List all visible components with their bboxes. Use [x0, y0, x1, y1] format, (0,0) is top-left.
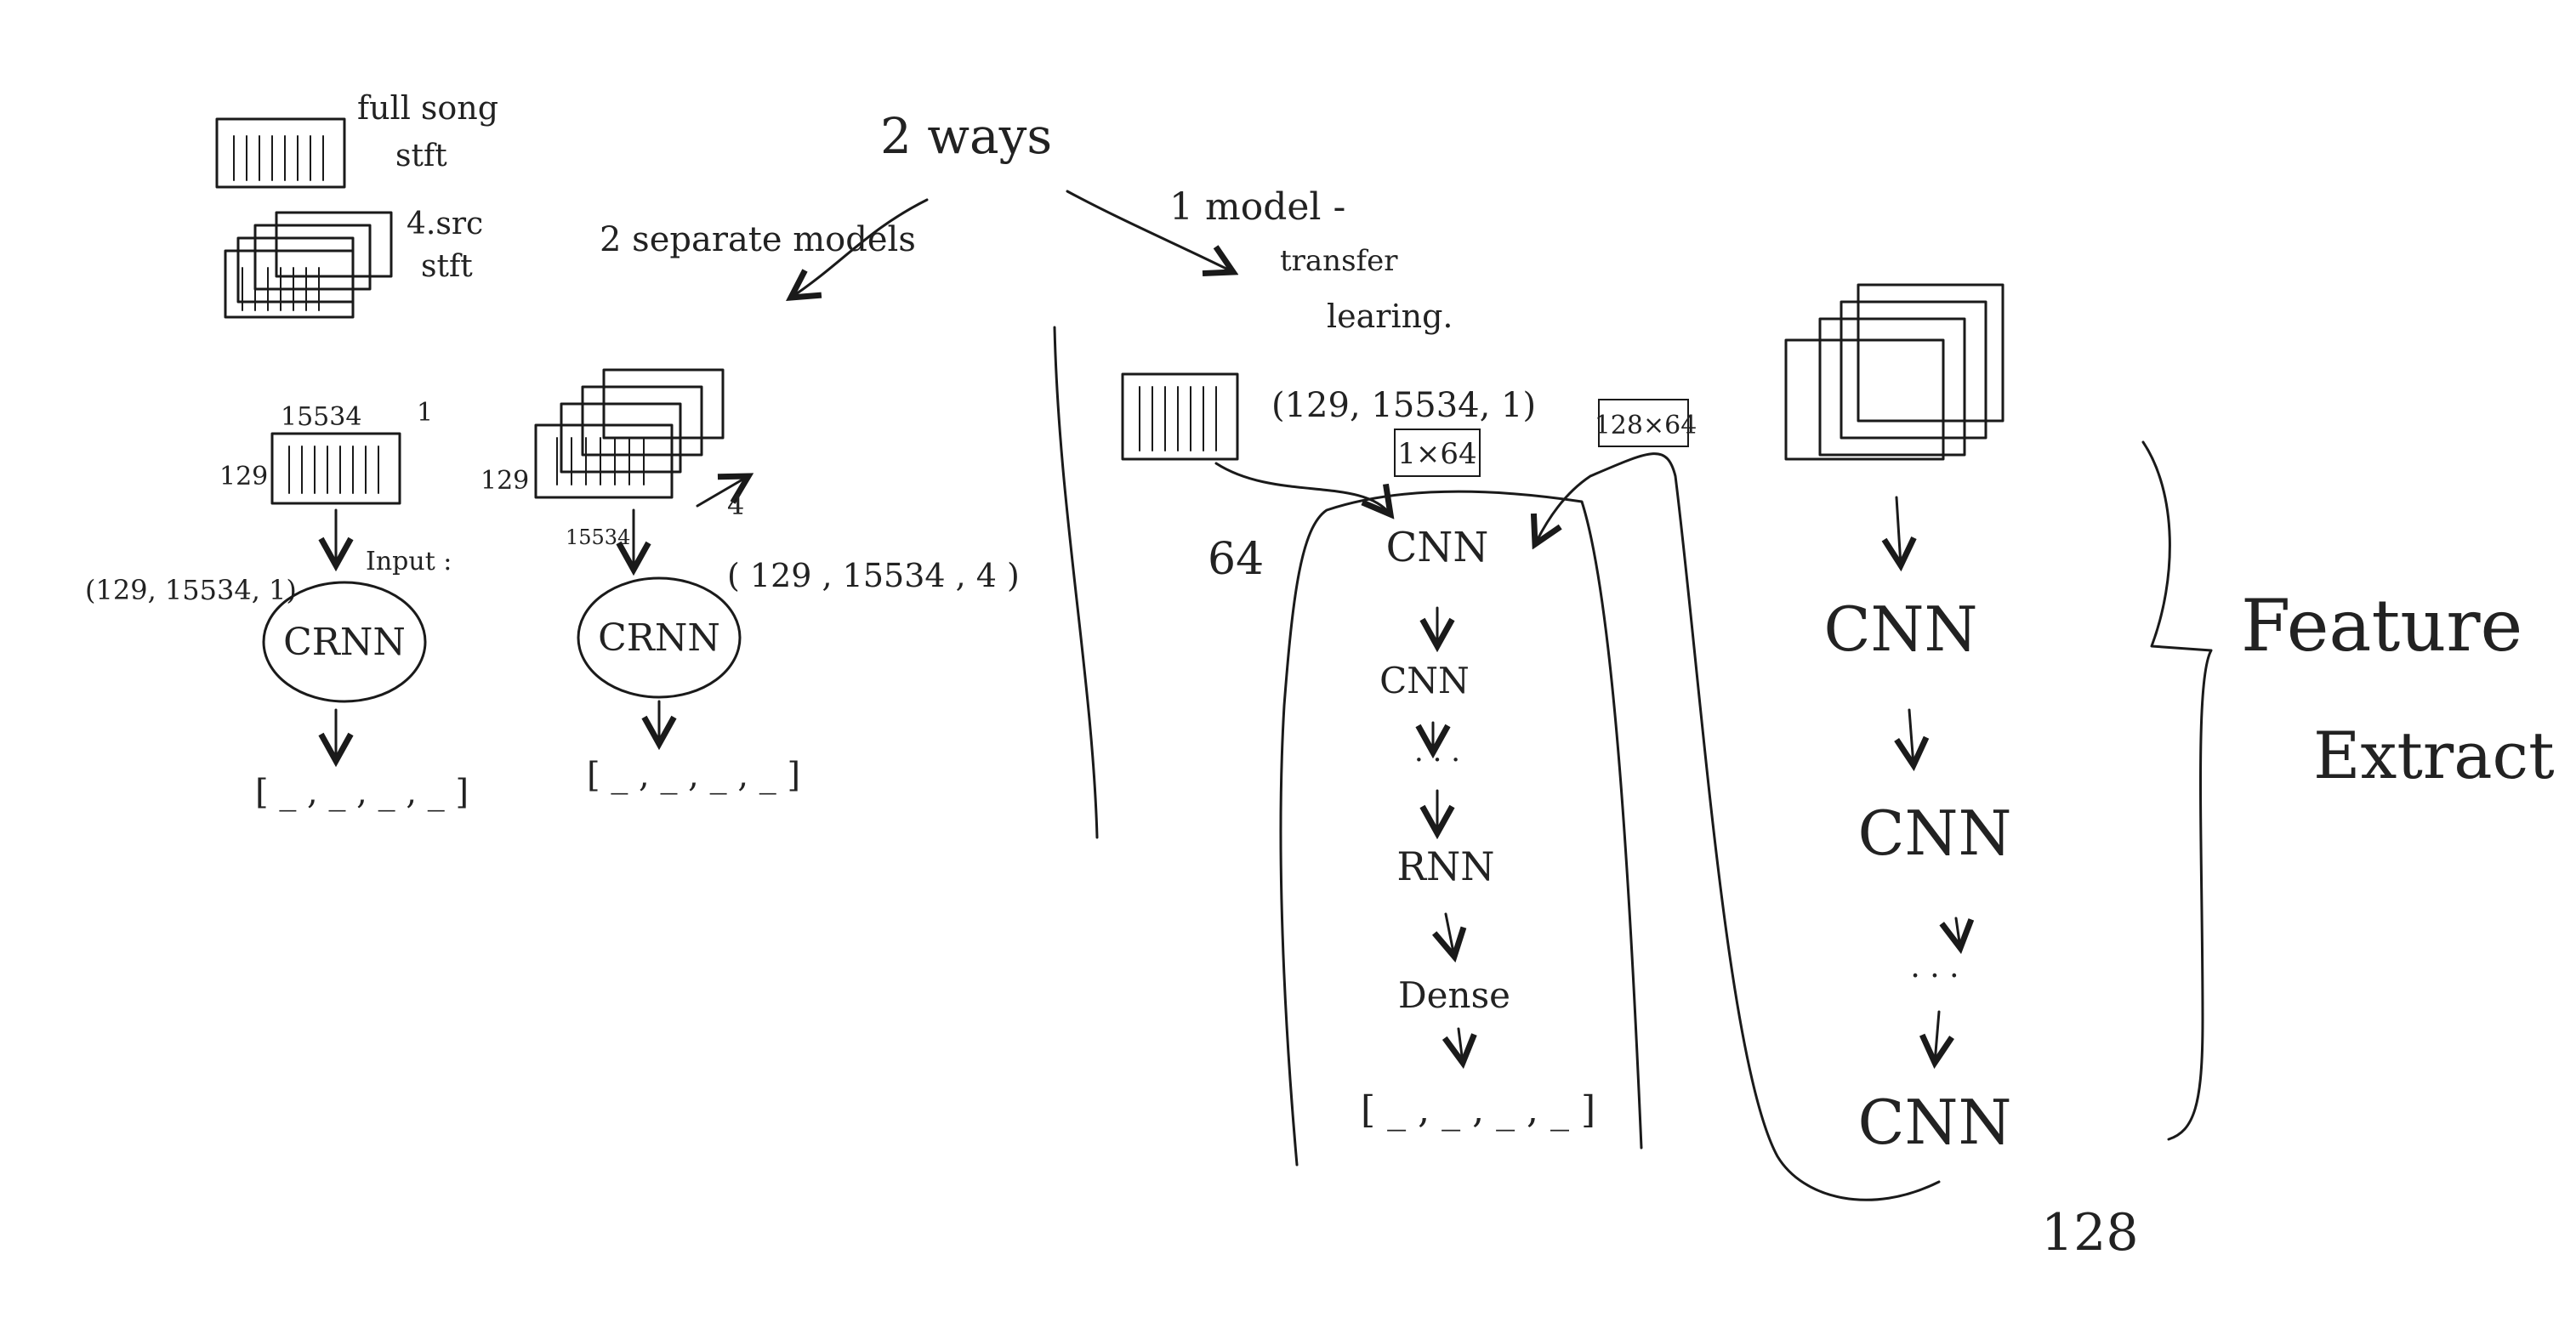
model-a-dim-top: 15534	[281, 402, 361, 432]
filter-a-box	[1394, 429, 1481, 477]
full-song-sub-label: stft	[395, 139, 447, 173]
feature-arrow-in	[1896, 496, 1901, 565]
model-a-dim-side: 129	[219, 462, 268, 491]
model-a-crnn-node	[262, 581, 427, 703]
transfer-arrow-4	[1446, 912, 1454, 957]
transfer-output: [ _ , _ , _ , _ ]	[1361, 1088, 1595, 1132]
model-b-dim-depth: 4	[727, 489, 744, 521]
right-branch-label-3: learing.	[1327, 298, 1453, 335]
model-a-crnn-label: CRNN	[283, 621, 406, 664]
model-b-crnn-label: CRNN	[598, 616, 720, 660]
feature-stack-3: CNN	[1857, 1087, 2011, 1158]
right-branch-label: 1 model -	[1169, 185, 1345, 229]
transfer-side-64: 64	[1208, 534, 1264, 585]
right-branch-arrow	[1066, 190, 1233, 272]
model-b-input-shape: ( 129 , 15534 , 4 )	[727, 557, 1020, 594]
feature-arrow-3	[1935, 1010, 1939, 1063]
filter-b-box	[1598, 399, 1689, 447]
transfer-stack-0: CNN	[1386, 524, 1489, 571]
model-a-input-label: Input :	[366, 547, 452, 576]
full-song-spectrogram-icon	[215, 117, 346, 189]
model-a-output: [ _ , _ , _ , _ ]	[255, 773, 469, 812]
model-b-crnn-node	[577, 576, 742, 699]
transfer-stack-2: · · ·	[1414, 743, 1460, 777]
transfer-input-shape: (129, 15534, 1)	[1271, 386, 1536, 425]
right-branch-label-2: transfer	[1280, 244, 1398, 278]
model-b-dim-side: 129	[481, 466, 529, 496]
feature-bottom-label: 128	[2041, 1203, 2139, 1263]
transfer-stack-3: RNN	[1396, 843, 1494, 889]
feature-stack-1: CNN	[1857, 798, 2011, 869]
model-b-dim-bottom: 15534	[566, 525, 630, 549]
input-to-cnn-arrow	[1214, 462, 1390, 514]
feature-arrow-1	[1909, 708, 1914, 765]
section-divider	[1053, 326, 1099, 839]
left-branch-arrow	[791, 198, 929, 298]
model-a-spectrogram-icon	[270, 432, 401, 505]
model-a-input-shape: (129, 15534, 1)	[85, 574, 297, 606]
model-b-depth-arrow	[696, 476, 748, 508]
four-src-spectrogram-icon	[224, 211, 393, 319]
feature-extract-label-1: Feature	[2241, 584, 2522, 667]
transfer-stack-4: Dense	[1398, 974, 1510, 1016]
feature-input-spectrogram-icon	[1784, 283, 2005, 461]
feature-arrow-2	[1956, 917, 1960, 948]
four-src-sub-label: stft	[421, 249, 473, 284]
feature-extract-bracket	[2141, 440, 2213, 1141]
left-branch-label: 2 separate models	[600, 220, 916, 259]
feature-extract-label-2: Extract	[2313, 718, 2555, 793]
feature-stack-0: CNN	[1823, 593, 1977, 665]
model-a-dim-depth: 1	[417, 398, 433, 428]
transfer-stack-1: CNN	[1379, 660, 1470, 701]
filter-a-label: 1×64	[1397, 437, 1476, 471]
transfer-input-spectrogram-icon	[1121, 372, 1239, 461]
four-src-label: 4.src	[407, 207, 483, 241]
transfer-arrow-5	[1459, 1027, 1463, 1063]
diagram-title: 2 ways	[880, 107, 1052, 165]
model-b-spectrogram-icon	[534, 368, 725, 499]
feature-stack-2: · · ·	[1910, 959, 1959, 994]
full-song-label: full song	[357, 89, 498, 127]
feature-to-cnn-connector	[1535, 452, 1941, 1201]
transfer-container	[1279, 490, 1643, 1167]
model-b-output: [ _ , _ , _ , _ ]	[587, 756, 800, 795]
filter-b-label: 128×64	[1595, 411, 1697, 440]
